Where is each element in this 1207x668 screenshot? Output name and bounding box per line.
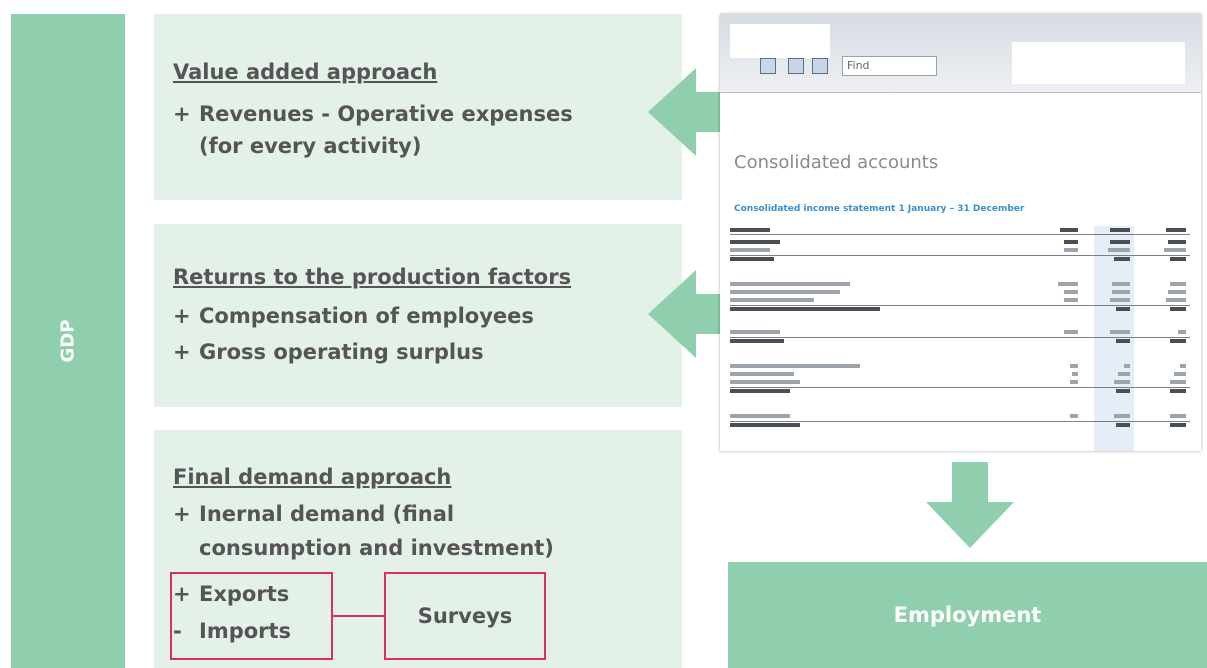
toolbar-save-icon: [788, 58, 804, 74]
plus-sign: +: [173, 340, 191, 364]
trade-highlight-frame: [170, 572, 333, 660]
final-demand-box: Final demand approach + Inernal demand (f…: [154, 430, 682, 668]
returns-box: Returns to the production factors + Compe…: [154, 224, 682, 407]
surveys-connector: [332, 615, 385, 617]
imports-label: Imports: [199, 619, 292, 643]
value-added-note: (for every activity): [199, 134, 422, 158]
toolbar-print-icon: [812, 58, 828, 74]
gdp-bar: GDP: [11, 14, 125, 668]
returns-item-surplus: + Gross operating surplus: [173, 340, 484, 364]
value-added-line: + Revenues - Operative expenses: [173, 102, 573, 126]
returns-title: Returns to the production factors: [173, 265, 572, 289]
returns-item-label: Compensation of employees: [199, 304, 534, 328]
gdp-label: GDP: [57, 319, 79, 363]
document-heading: Consolidated accounts: [734, 152, 939, 173]
plus-sign: +: [173, 582, 191, 606]
arrow-to-returns: [648, 270, 736, 358]
document-toolbar: Find: [720, 14, 1201, 93]
plus-sign: +: [173, 304, 191, 328]
internal-demand-continuation: consumption and investment): [199, 536, 554, 560]
toolbar-back-icon: [760, 58, 776, 74]
plus-sign: +: [173, 102, 191, 126]
minus-sign: -: [173, 619, 182, 643]
value-added-box: Value added approach + Revenues - Operati…: [154, 14, 682, 200]
redacted-area: [1012, 42, 1185, 84]
internal-demand-text: Inernal demand (final: [199, 502, 455, 526]
income-statement-table: [730, 224, 1190, 451]
returns-item-label: Gross operating surplus: [199, 340, 484, 364]
arrow-to-value-added: [648, 68, 736, 156]
surveys-box: Surveys: [384, 572, 546, 660]
value-added-formula: Revenues - Operative expenses: [199, 102, 573, 126]
redacted-area: [730, 24, 830, 58]
exports-label: Exports: [199, 582, 290, 606]
arrow-to-employment: [926, 462, 1014, 548]
employment-box: Employment: [728, 562, 1207, 668]
document-subheading: Consolidated income statement 1 January …: [734, 204, 1025, 214]
imports-line: -Imports: [173, 619, 291, 643]
exports-line: + Exports: [173, 582, 289, 606]
final-demand-line: + Inernal demand (final: [173, 502, 454, 526]
value-added-title: Value added approach: [173, 60, 438, 84]
returns-item-employees: + Compensation of employees: [173, 304, 534, 328]
annual-report-screenshot: Find Consolidated accounts Consolidated …: [720, 14, 1201, 451]
highlighted-column: [1094, 226, 1134, 451]
final-demand-title: Final demand approach: [173, 465, 452, 489]
plus-sign: +: [173, 502, 191, 526]
employment-label: Employment: [893, 603, 1042, 627]
find-field: Find: [842, 56, 937, 76]
